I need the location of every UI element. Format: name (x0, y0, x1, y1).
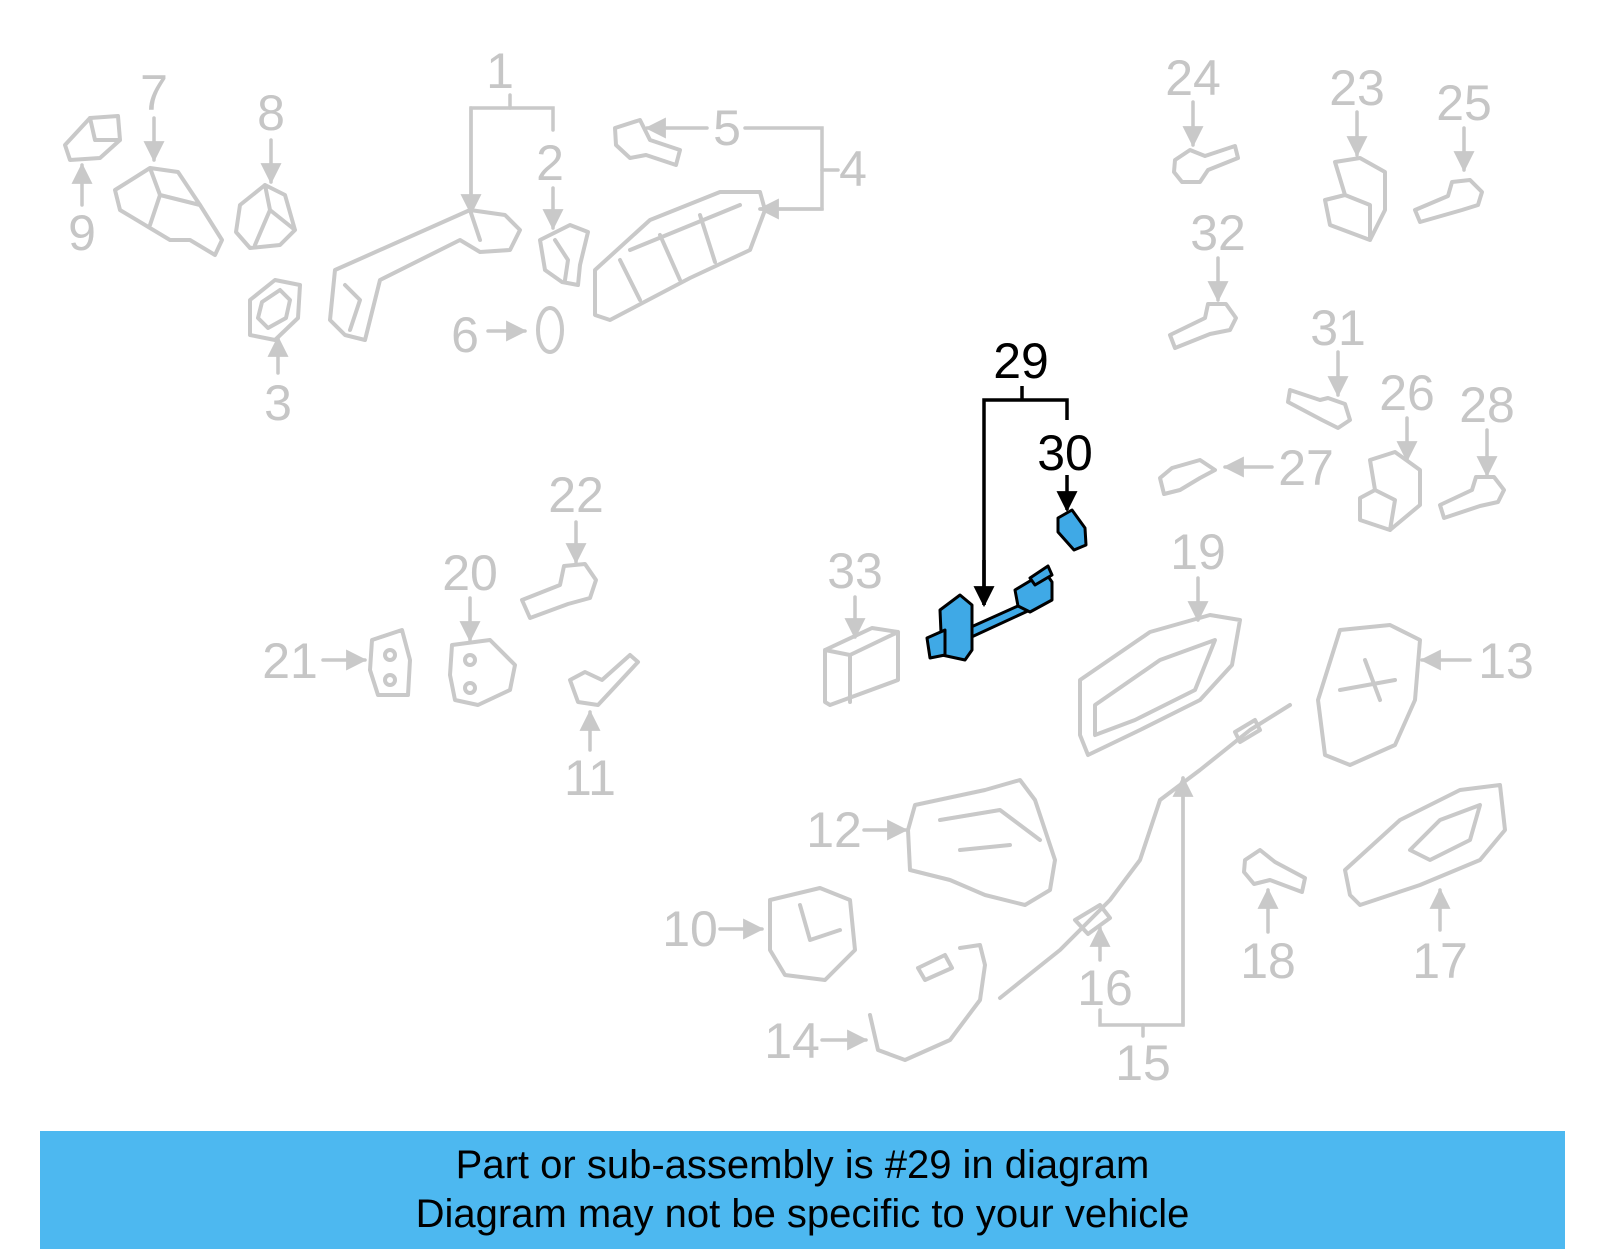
label-23: 23 (1329, 60, 1385, 116)
part-26-clip (1358, 450, 1422, 532)
label-9: 9 (68, 205, 96, 261)
part-17-inner-handle (1343, 783, 1507, 907)
part-2-cover (538, 223, 590, 287)
label-6: 6 (451, 307, 479, 363)
part-3-gasket (248, 278, 302, 342)
banner-line-1: Part or sub-assembly is #29 in diagram (455, 1143, 1150, 1187)
part-22-bolt (520, 562, 598, 620)
label-28: 28 (1459, 377, 1515, 433)
label-2: 2 (536, 135, 564, 191)
banner-line-2: Diagram may not be specific to your vehi… (415, 1192, 1190, 1236)
label-1: 1 (486, 43, 514, 99)
part-21-plate (368, 628, 412, 697)
label-32: 32 (1190, 205, 1246, 261)
part-18-bolt (1242, 848, 1307, 894)
label-10: 10 (662, 901, 718, 957)
part-4-handle-frame (593, 190, 767, 322)
part-10-latch-box (768, 886, 857, 982)
label-5: 5 (713, 100, 741, 156)
part-6-oring (536, 306, 564, 354)
label-29: 29 (993, 333, 1049, 389)
label-3: 3 (264, 375, 292, 431)
part-1-outer-handle (328, 208, 522, 342)
label-19: 19 (1170, 524, 1226, 580)
label-25: 25 (1436, 75, 1492, 131)
label-7: 7 (140, 65, 168, 121)
part-19-inner-handle (1078, 613, 1242, 757)
part-15-cable (998, 703, 1292, 1000)
part-8-bracket (234, 183, 297, 250)
label-20: 20 (442, 545, 498, 601)
label-30: 30 (1037, 425, 1093, 481)
label-24: 24 (1165, 50, 1221, 106)
label-12: 12 (806, 802, 862, 858)
part-30-cap (1056, 508, 1088, 552)
highlighted-parts (925, 508, 1088, 662)
part-14-rod (868, 943, 987, 1062)
part-32-bolt (1168, 302, 1238, 350)
label-4: 4 (839, 141, 867, 197)
label-21: 21 (262, 633, 318, 689)
label-13: 13 (1478, 633, 1534, 689)
part-25-bolt (1413, 178, 1484, 224)
highlight-leader-lines (973, 386, 1078, 608)
part-27-bolt (1158, 458, 1217, 496)
part-9-cap (63, 114, 122, 162)
label-14: 14 (764, 1013, 820, 1069)
part-23-bracket (1323, 156, 1387, 242)
part-24-bolt (1172, 144, 1240, 184)
label-22: 22 (548, 467, 604, 523)
label-33: 33 (827, 543, 883, 599)
part-5-bolt (613, 118, 682, 167)
label-31: 31 (1310, 300, 1366, 356)
label-18: 18 (1240, 933, 1296, 989)
part-12-actuator (906, 778, 1057, 907)
part-7-lock-cylinder (113, 166, 224, 257)
part-11-bolt (568, 653, 640, 707)
part-28-bolt (1438, 475, 1506, 520)
part-16-clip (1073, 903, 1112, 936)
info-banner: Part or sub-assembly is #29 in diagram D… (40, 1131, 1565, 1249)
part-33-block (823, 626, 900, 707)
label-27: 27 (1278, 440, 1334, 496)
label-11: 11 (564, 750, 616, 806)
part-13-latch (1316, 623, 1422, 767)
label-16: 16 (1077, 960, 1133, 1016)
faded-parts (63, 114, 1507, 1062)
label-15: 15 (1115, 1035, 1171, 1091)
leader-lines (71, 93, 1498, 1051)
label-8: 8 (257, 85, 285, 141)
label-17: 17 (1412, 933, 1468, 989)
label-26: 26 (1379, 365, 1435, 421)
part-20-hinge (448, 638, 517, 707)
part-31-bolt (1286, 388, 1352, 430)
